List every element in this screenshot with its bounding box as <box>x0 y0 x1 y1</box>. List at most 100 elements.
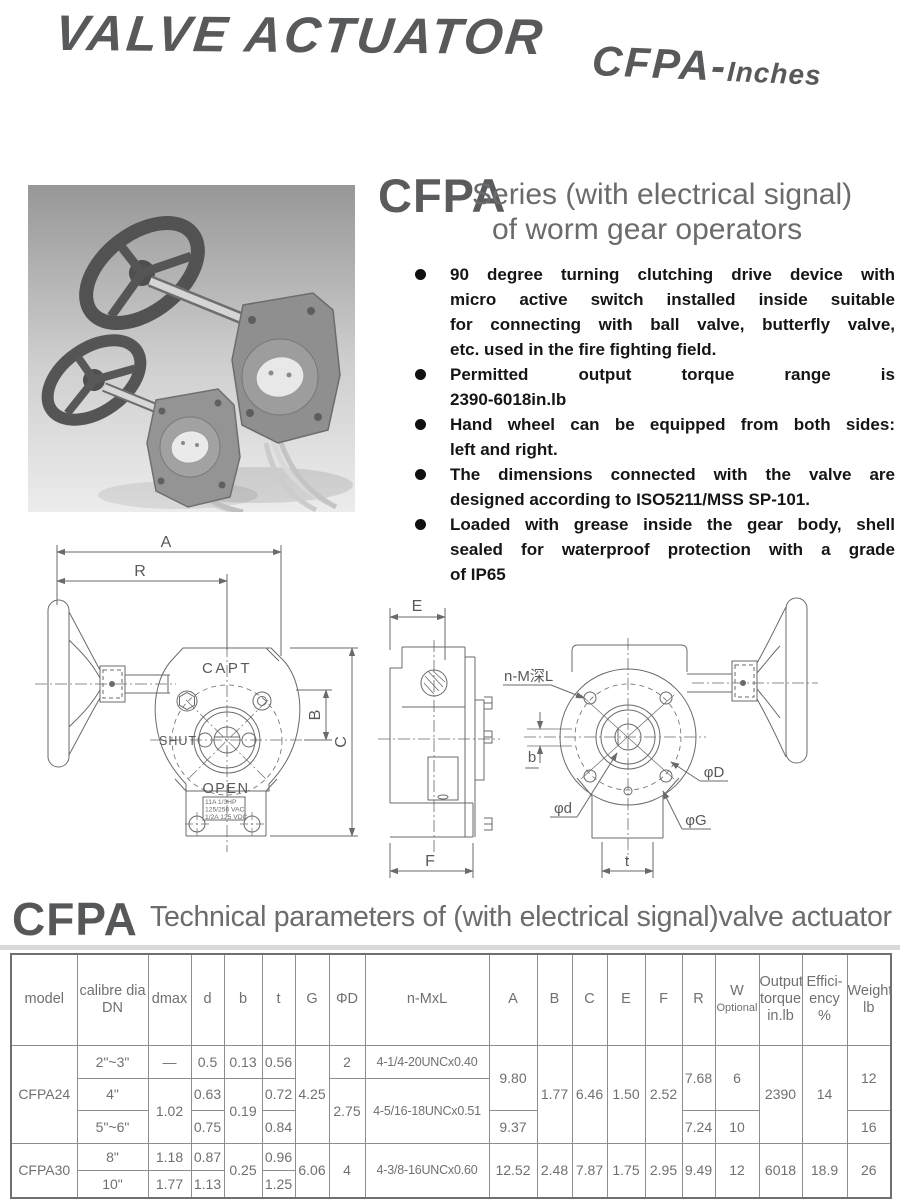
dim-label-phiG: φG <box>685 812 706 829</box>
column-header: d <box>190 953 225 1046</box>
feature-item: 90 degree turning clutching drive device… <box>413 262 895 362</box>
model-code-title: CFPA-Inches <box>591 37 823 95</box>
table-cell: 0.96 <box>261 1142 296 1171</box>
table-cell: 1.75 <box>606 1142 646 1199</box>
shut-label: SHUT <box>159 734 197 748</box>
bullet-icon <box>415 369 426 380</box>
feature-item: Hand wheel can be equipped from both sid… <box>413 412 895 462</box>
table-cell: 1.77 <box>536 1044 573 1144</box>
table-cell: 4-5/16-18UNCx0.51 <box>364 1077 490 1144</box>
table-cell: 1.18 <box>147 1142 192 1171</box>
table-cell: 0.87 <box>190 1142 225 1171</box>
column-header: ΦD <box>328 953 366 1046</box>
table-cell: 2.48 <box>536 1142 573 1199</box>
table-cell: 0.13 <box>223 1044 263 1079</box>
plate-line-2: 125/250 VAC <box>205 807 244 814</box>
column-header: dmax <box>147 953 192 1046</box>
table-cell: 4 <box>328 1142 366 1199</box>
column-header: Effici-ency% <box>801 953 848 1046</box>
dim-label-E: E <box>412 598 423 615</box>
table-cell: 9.49 <box>681 1142 716 1199</box>
series-title-line2: of worm gear operators <box>492 213 803 246</box>
table-cell: 6 <box>714 1044 760 1111</box>
column-header: R <box>681 953 716 1046</box>
table-cell: 6.46 <box>571 1044 608 1144</box>
table-cell: 8" <box>76 1142 149 1171</box>
table-cell: 2390 <box>758 1044 803 1144</box>
open-label: OPEN <box>202 781 249 797</box>
table-cell: 0.25 <box>223 1142 263 1199</box>
table-cell: 7.87 <box>571 1142 608 1199</box>
column-header: G <box>294 953 330 1046</box>
params-code: CFPA <box>12 893 138 945</box>
page-title: VALVE ACTUATOR <box>52 4 549 66</box>
dim-label-C: C <box>333 736 350 748</box>
bullet-icon <box>415 519 426 530</box>
table-cell: 12 <box>846 1044 892 1111</box>
dim-label-t: t <box>625 853 630 870</box>
table-cell: 4-1/4-20UNCx0.40 <box>364 1044 490 1079</box>
dim-label-F: F <box>425 853 435 870</box>
table-cell: 6.06 <box>294 1142 330 1199</box>
table-cell: — <box>147 1044 192 1079</box>
feature-item: Loaded with grease inside the gear body,… <box>413 512 895 587</box>
section-divider <box>0 945 900 950</box>
table-cell: 6018 <box>758 1142 803 1199</box>
table-row: CFPA30 8" 1.18 0.87 0.25 0.96 6.06 4 4-3… <box>10 1142 892 1199</box>
table-cell: 18.9 <box>801 1142 848 1199</box>
table-cell: 1.13 <box>190 1169 225 1199</box>
table-cell: 0.84 <box>261 1109 296 1144</box>
plate-line-3: 1/2A 125 VDC <box>205 814 248 821</box>
table-cell: 9.80 <box>488 1044 538 1111</box>
column-header: b <box>223 953 263 1046</box>
table-cell: 1.50 <box>606 1044 646 1144</box>
table-row: 5"~6" 0.75 0.84 9.37 7.24 10 16 <box>11 1109 892 1144</box>
rear-view <box>503 597 818 878</box>
dim-label-R: R <box>134 563 146 580</box>
column-header: B <box>536 953 573 1046</box>
column-header: model <box>10 953 78 1046</box>
dim-label-phiD: φD <box>704 764 725 781</box>
side-view <box>378 608 500 878</box>
column-header: F <box>644 953 683 1046</box>
table-cell: 4.25 <box>294 1044 330 1144</box>
column-header: n-MxL <box>364 953 490 1046</box>
bullet-icon <box>415 469 426 480</box>
table-cell: 14 <box>801 1044 848 1144</box>
table-cell: 0.72 <box>261 1077 296 1111</box>
table-cell: 2.52 <box>644 1044 683 1144</box>
table-cell: 26 <box>846 1142 892 1199</box>
front-view <box>35 545 358 852</box>
table-cell: CFPA30 <box>10 1142 78 1199</box>
table-row: CFPA24 2"~3" — 0.5 0.13 0.56 4.25 2 4-1/… <box>10 1044 892 1144</box>
bullet-icon <box>415 419 426 430</box>
table-cell: 16 <box>846 1109 892 1144</box>
dim-label-b: b <box>528 749 536 766</box>
dim-label-A: A <box>161 535 172 551</box>
table-cell: 5"~6" <box>76 1109 149 1144</box>
table-cell: 2.95 <box>644 1142 683 1199</box>
dim-label-B: B <box>307 710 324 721</box>
model-unit: Inches <box>726 55 823 91</box>
feature-item: Permitted output torque range is 2390-60… <box>413 362 895 412</box>
table-cell: 2"~3" <box>76 1044 149 1079</box>
series-code: CFPA <box>378 169 507 222</box>
model-code: CFPA- <box>591 37 729 90</box>
capt-label: CAPT <box>202 660 252 677</box>
table-cell: 0.5 <box>190 1044 225 1079</box>
table-cell: 7.68 <box>681 1044 716 1111</box>
table-cell: 12.52 <box>488 1142 538 1199</box>
table-cell: 0.19 <box>223 1077 263 1144</box>
table-cell: 4-3/8-16UNCx0.60 <box>364 1142 490 1199</box>
table-cell: 7.24 <box>681 1109 716 1144</box>
table-cell: 10" <box>76 1169 149 1199</box>
params-title: Technical parameters of (with electrical… <box>150 901 892 933</box>
table-cell: 1.25 <box>261 1169 296 1199</box>
thread-spec-label: n-M深L <box>504 668 553 685</box>
column-header: E <box>606 953 646 1046</box>
